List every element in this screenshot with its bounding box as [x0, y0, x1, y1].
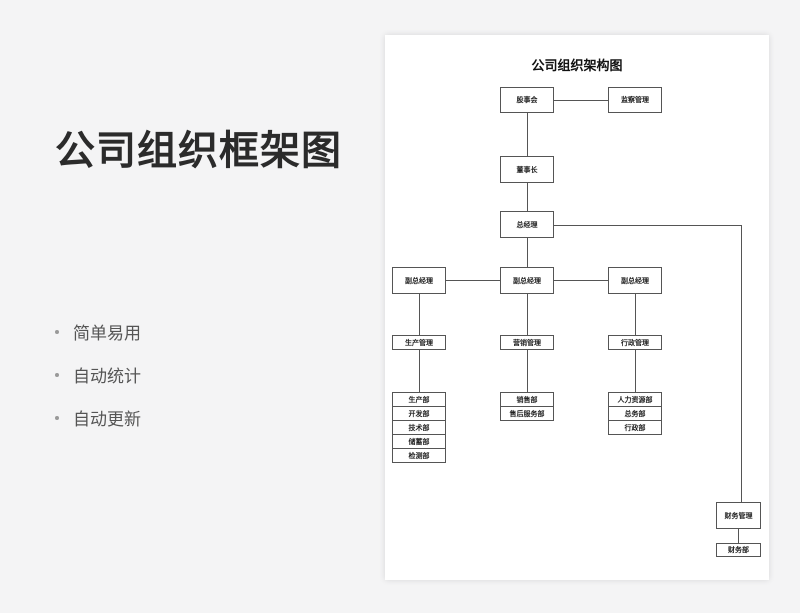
connector — [738, 529, 739, 543]
node-management: 行政管理 — [608, 335, 662, 350]
connector — [446, 280, 500, 281]
node-chairman: 董事长 — [500, 156, 554, 183]
connector — [635, 294, 636, 335]
node-supervision: 监察管理 — [608, 87, 662, 113]
connector — [419, 350, 420, 392]
connector — [527, 113, 528, 156]
feature-label: 简单易用 — [73, 324, 141, 344]
connector — [554, 100, 608, 101]
bullet-icon — [55, 372, 59, 377]
feature-list: 简单易用 自动统计 自动更新 — [55, 310, 141, 439]
connector — [554, 225, 741, 226]
node-finance-management: 财务管理 — [716, 502, 761, 529]
node-department: 开发部 — [392, 406, 446, 421]
node-vp: 副总经理 — [500, 267, 554, 294]
connector — [419, 294, 420, 335]
bullet-icon — [55, 329, 59, 334]
node-management: 营销管理 — [500, 335, 554, 350]
feature-item: 简单易用 — [55, 310, 141, 353]
node-department: 检测部 — [392, 448, 446, 463]
node-department: 储蓄部 — [392, 434, 446, 449]
connector — [527, 238, 528, 267]
node-finance-dept: 财务部 — [716, 543, 761, 557]
connector — [741, 225, 742, 502]
connector — [527, 183, 528, 211]
feature-item: 自动统计 — [55, 353, 141, 396]
page-heading: 公司组织框架图 — [55, 128, 342, 174]
node-general-manager: 总经理 — [500, 211, 554, 238]
node-vp: 副总经理 — [608, 267, 662, 294]
org-chart-document: 公司组织架构图 股事会 监察管理 董事长 总经理 副总经理 副总经理 副总经理 … — [385, 35, 769, 580]
feature-label: 自动统计 — [73, 367, 141, 387]
connector — [554, 280, 608, 281]
connector — [527, 294, 528, 335]
node-department: 售后服务部 — [500, 406, 554, 421]
node-department: 生产部 — [392, 392, 446, 407]
node-vp: 副总经理 — [392, 267, 446, 294]
feature-item: 自动更新 — [55, 396, 141, 439]
feature-label: 自动更新 — [73, 410, 141, 430]
node-management: 生产管理 — [392, 335, 446, 350]
node-department: 人力资源部 — [608, 392, 662, 407]
node-department: 行政部 — [608, 420, 662, 435]
org-chart-title: 公司组织架构图 — [531, 59, 623, 74]
node-shareholders: 股事会 — [500, 87, 554, 113]
connector — [527, 350, 528, 392]
connector — [635, 350, 636, 392]
node-department: 销售部 — [500, 392, 554, 407]
bullet-icon — [55, 415, 59, 420]
node-department: 技术部 — [392, 420, 446, 435]
node-department: 总务部 — [608, 406, 662, 421]
